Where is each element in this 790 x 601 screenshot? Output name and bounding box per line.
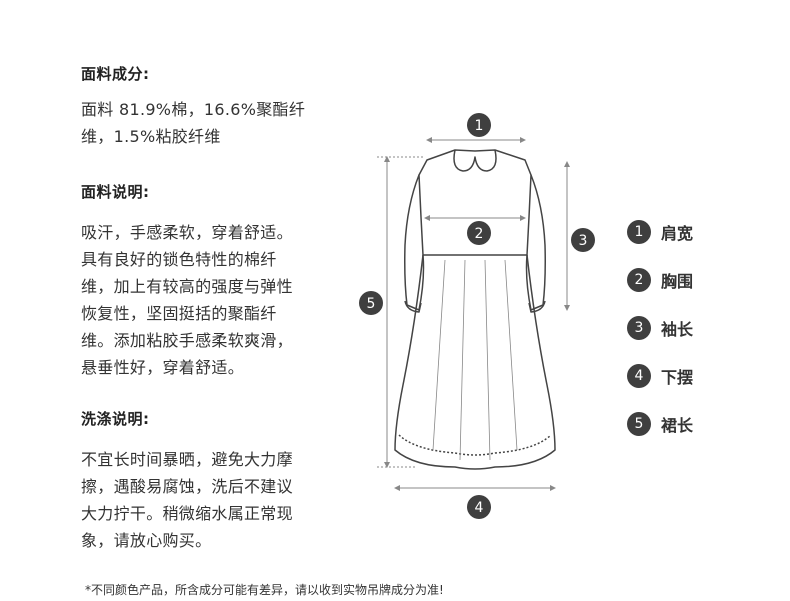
marker-hem: 4 <box>467 495 491 519</box>
legend-item-hem: 4 下摆 <box>627 352 693 400</box>
marker-shoulder: 1 <box>467 113 491 137</box>
description-line: 具有良好的锁色特性的棉纤 <box>81 250 277 269</box>
fabric-line: 维，1.5%粘胶纤维 <box>81 127 221 146</box>
fabric-title: 面料成分: <box>81 65 150 83</box>
marker-sleeve-label: 3 <box>579 233 588 249</box>
marker-shoulder-label: 1 <box>475 118 484 134</box>
legend-number: 2 <box>627 268 651 292</box>
legend-label: 袖长 <box>661 320 694 339</box>
legend-number: 4 <box>627 364 651 388</box>
dress-diagram: 1 2 3 4 5 <box>359 113 595 519</box>
marker-sleeve: 3 <box>571 228 595 252</box>
legend-number: 1 <box>627 220 651 244</box>
washing-line: 擦，遇酸易腐蚀，洗后不建议 <box>81 477 293 496</box>
marker-length-label: 5 <box>367 296 376 312</box>
washing-line: 大力拧干。稍微缩水属正常现 <box>81 504 293 523</box>
legend-label: 下摆 <box>661 368 694 387</box>
description-line: 吸汗，手感柔软，穿着舒适。 <box>81 223 293 242</box>
description-title: 面料说明: <box>81 183 150 201</box>
legend-label: 裙长 <box>661 416 694 435</box>
washing-title: 洗涤说明: <box>81 410 150 428</box>
washing-line: 象，请放心购买。 <box>81 531 212 550</box>
marker-hem-label: 4 <box>475 500 484 516</box>
description-line: 维，加上有较高的强度与弹性 <box>81 277 293 296</box>
dress-outline <box>394 149 556 470</box>
legend-number: 5 <box>627 412 651 436</box>
description-line: 维。添加粘胶手感柔软爽滑， <box>81 331 293 350</box>
description-text: 吸汗，手感柔软，穿着舒适。 具有良好的锁色特性的棉纤 维，加上有较高的强度与弹性… <box>81 219 331 381</box>
legend-item-sleeve: 3 袖长 <box>627 304 693 352</box>
measurement-legend: 1 肩宽 2 胸围 3 袖长 4 下摆 5 裙长 <box>627 208 693 448</box>
legend-label: 胸围 <box>661 272 694 291</box>
footnote: *不同颜色产品，所含成分可能有差异，请以收到实物吊牌成分为准! <box>85 583 444 597</box>
fabric-line: 面料 81.9%棉，16.6%聚酯纤 <box>81 100 306 119</box>
marker-chest: 2 <box>467 221 491 245</box>
washing-text: 不宜长时间暴晒，避免大力摩 擦，遇酸易腐蚀，洗后不建议 大力拧干。稍微缩水属正常… <box>81 446 331 554</box>
legend-label: 肩宽 <box>661 224 694 243</box>
measure-lines <box>377 137 570 491</box>
description-line: 悬垂性好，穿着舒适。 <box>81 358 245 377</box>
washing-line: 不宜长时间暴晒，避免大力摩 <box>81 450 293 469</box>
marker-length: 5 <box>359 291 383 315</box>
fabric-text: 面料 81.9%棉，16.6%聚酯纤 维，1.5%粘胶纤维 <box>81 96 331 150</box>
legend-item-length: 5 裙长 <box>627 400 693 448</box>
marker-chest-label: 2 <box>475 226 484 242</box>
legend-number: 3 <box>627 316 651 340</box>
legend-item-chest: 2 胸围 <box>627 256 693 304</box>
legend-item-shoulder: 1 肩宽 <box>627 208 693 256</box>
description-line: 恢复性，坚固挺括的聚酯纤 <box>81 304 277 323</box>
